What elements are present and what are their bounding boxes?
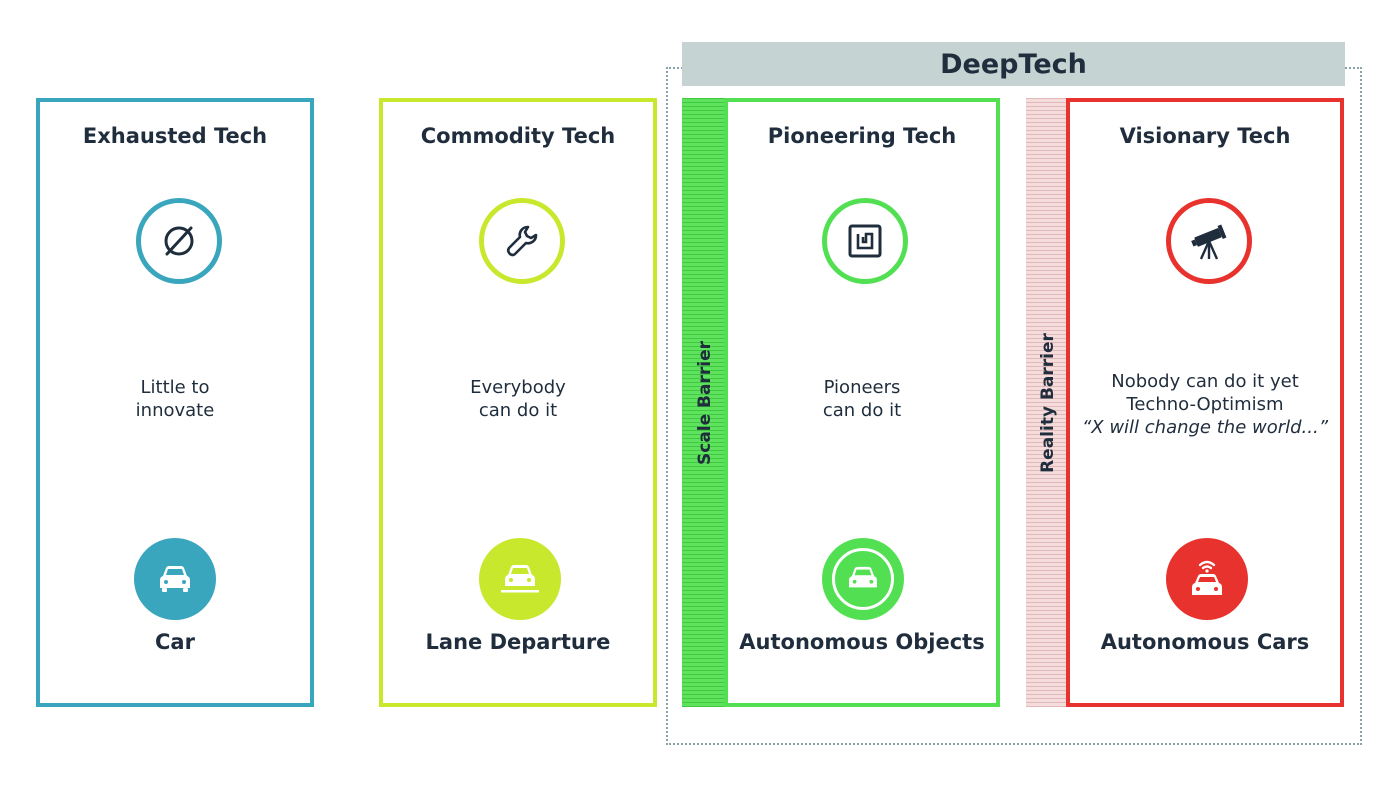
deeptech-banner: DeepTech: [682, 42, 1345, 86]
wrench-icon: [479, 198, 565, 284]
card-title: Commodity Tech: [420, 124, 616, 148]
deeptech-title: DeepTech: [940, 48, 1087, 80]
card-description: Pioneers can do it: [822, 377, 902, 421]
card-description: Everybody can do it: [470, 377, 566, 421]
connected-car-icon: [1166, 538, 1248, 620]
card-title: Pioneering Tech: [767, 124, 957, 148]
car-lane-icon: [479, 538, 561, 620]
telescope-icon: [1166, 198, 1252, 284]
card-description: Little to innovate: [135, 377, 215, 421]
card-example: Autonomous Objects: [739, 630, 985, 654]
empty-set-icon: [136, 198, 222, 284]
reality-barrier: Reality Barrier: [1026, 98, 1070, 707]
card-example: Autonomous Cars: [1100, 630, 1310, 654]
card-description: Nobody can do it yet Techno-Optimism “X …: [1081, 371, 1329, 438]
card-pioneering-tech: Pioneering Tech Pioneers can do it Auton…: [724, 98, 1000, 707]
card-example: Car: [155, 630, 195, 654]
card-title: Visionary Tech: [1119, 124, 1291, 148]
scale-barrier-label: Scale Barrier: [695, 340, 715, 465]
card-visionary-tech: Visionary Tech Nobody can do it yet Tech…: [1066, 98, 1344, 707]
card-title: Exhausted Tech: [82, 124, 268, 148]
autonomous-car-icon: [822, 538, 904, 620]
reality-barrier-label: Reality Barrier: [1038, 332, 1058, 473]
card-exhausted-tech: Exhausted Tech Little to innovate Car: [36, 98, 314, 707]
scale-barrier: Scale Barrier: [682, 98, 728, 707]
card-example: Lane Departure: [425, 630, 611, 654]
chip-icon: [822, 198, 908, 284]
card-commodity-tech: Commodity Tech Everybody can do it Lane …: [379, 98, 657, 707]
car-icon: [134, 538, 216, 620]
